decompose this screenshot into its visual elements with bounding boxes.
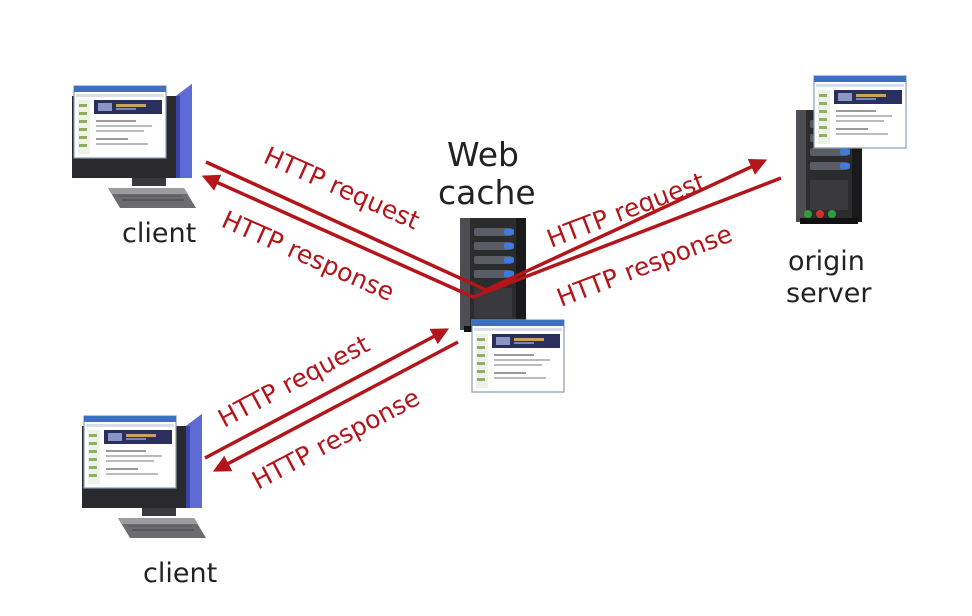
origin-server-label-line1: origin — [788, 246, 865, 277]
client-top-web-page-icon — [73, 85, 167, 159]
origin-server-label-line2: server — [786, 278, 872, 309]
client-bottom-label: client — [143, 558, 217, 589]
client-top-label: client — [122, 218, 196, 249]
bottom-request-arrow — [204, 328, 450, 460]
top-response-arrow — [201, 174, 782, 299]
web-cache-label-line2: cache — [438, 173, 536, 212]
bottom-response-arrow — [212, 340, 459, 472]
origin-web-page-icon — [813, 75, 907, 149]
origin-server-icon — [796, 110, 862, 224]
web-cache-web-page-icon — [471, 319, 565, 393]
top-response-label: HTTP response — [218, 205, 399, 307]
web-cache-label-line1: Web — [447, 135, 519, 174]
top-request-label: HTTP request — [260, 141, 424, 235]
client-bottom-web-page-icon — [83, 415, 177, 489]
top-request-arrow — [205, 158, 768, 292]
